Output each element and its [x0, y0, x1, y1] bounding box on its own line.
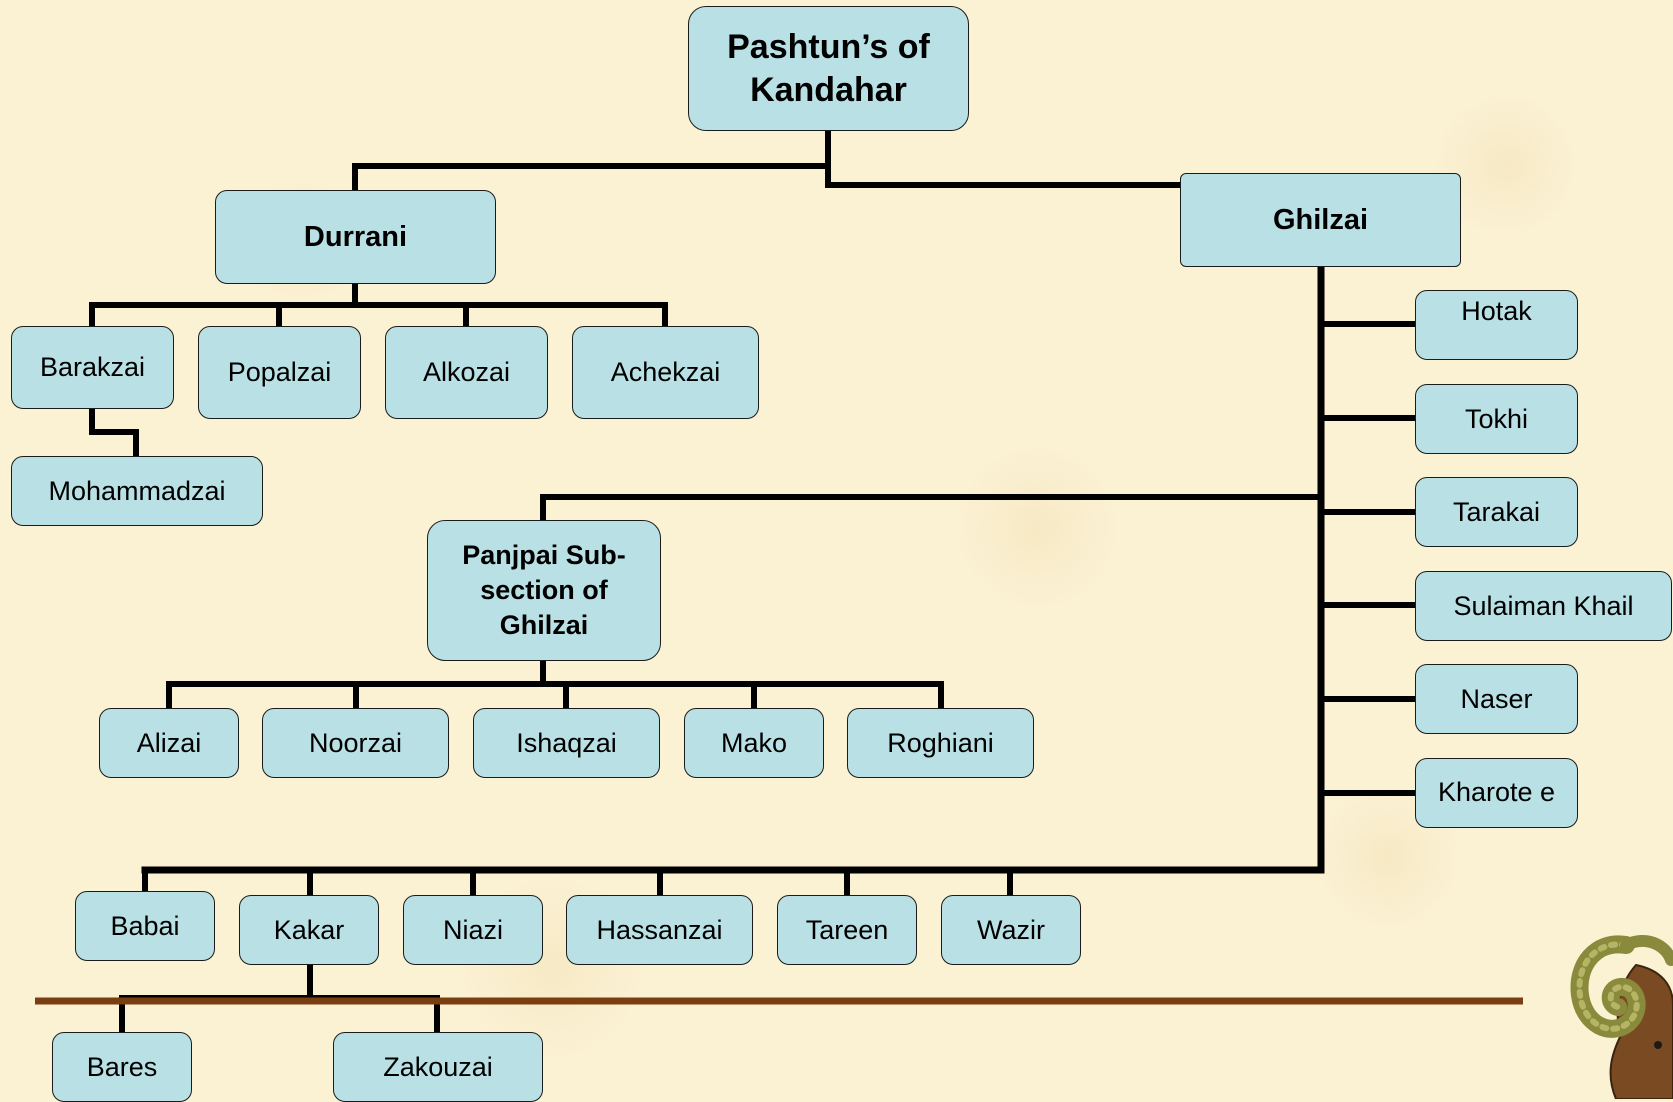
node-hassanzai: Hassanzai: [566, 895, 753, 965]
node-tareen: Tareen: [777, 895, 917, 965]
node-root: Pashtun’s of Kandahar: [688, 6, 969, 131]
node-mako: Mako: [684, 708, 824, 778]
node-ghilzai: Ghilzai: [1180, 173, 1461, 267]
node-tarakai: Tarakai: [1415, 477, 1578, 547]
node-roghiani: Roghiani: [847, 708, 1034, 778]
node-babai: Babai: [75, 891, 215, 961]
node-bares: Bares: [52, 1032, 192, 1102]
connector-ghilzai-panjpai: [540, 494, 1324, 524]
node-alkozai: Alkozai: [385, 326, 548, 419]
node-popalzai: Popalzai: [198, 326, 361, 419]
node-achekzai: Achekzai: [572, 326, 759, 419]
connector-barakzai-mohammadzai: [89, 405, 139, 459]
node-noorzai: Noorzai: [262, 708, 449, 778]
node-wazir: Wazir: [941, 895, 1081, 965]
node-durrani: Durrani: [215, 190, 496, 284]
node-kharote: Kharote e: [1415, 758, 1578, 828]
node-barakzai: Barakzai: [11, 326, 174, 409]
node-niazi: Niazi: [403, 895, 543, 965]
node-naser: Naser: [1415, 664, 1578, 734]
node-kakar: Kakar: [239, 895, 379, 965]
node-zakouzai: Zakouzai: [333, 1032, 543, 1102]
node-panjpai: Panjpai Sub- section of Ghilzai: [427, 520, 661, 661]
node-alizai: Alizai: [99, 708, 239, 778]
node-mohammadzai: Mohammadzai: [11, 456, 263, 526]
node-tokhi: Tokhi: [1415, 384, 1578, 454]
connector-root-ghilzai: [825, 163, 1183, 188]
node-hotak: Hotak: [1415, 290, 1578, 360]
node-sulaiman-khail: Sulaiman Khail: [1415, 571, 1672, 641]
node-ishaqzai: Ishaqzai: [473, 708, 660, 778]
ram-head-icon: [1570, 935, 1673, 1099]
connector-root-durrani: [352, 127, 831, 195]
